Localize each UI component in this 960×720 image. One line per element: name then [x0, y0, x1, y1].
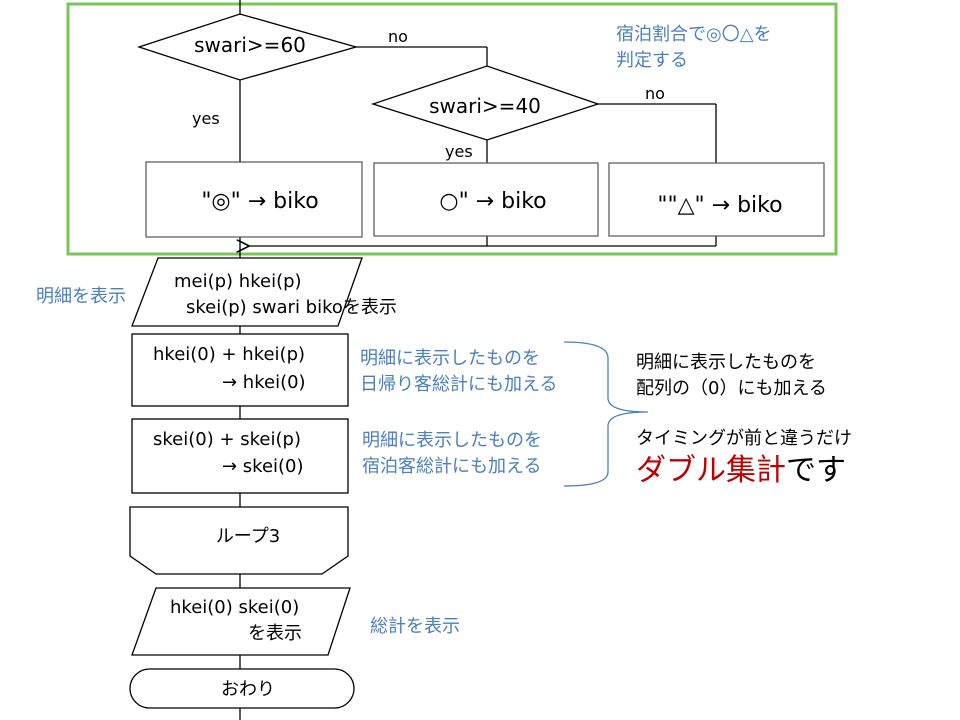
note-show-total: 総計を表示 — [370, 616, 460, 637]
terminal-end — [129, 668, 355, 709]
process-add-day-line1: hkei(0) + hkei(p) — [153, 344, 305, 365]
d1-no-label: no — [388, 27, 408, 46]
note-double-sum: ダブル集計です — [636, 453, 846, 488]
note-add-day-line2: 日帰り客総計にも加える — [360, 374, 557, 395]
io-show-total — [131, 587, 351, 656]
process-add-day-line2: → hkei(0) — [222, 372, 306, 393]
note-judge-line2: 判定する — [616, 50, 688, 71]
note-add-stay-line1: 明細に表示したものを — [362, 430, 542, 451]
note-double-sum-emph: ダブル集計 — [636, 453, 786, 488]
note-double-sum-tail: です — [786, 453, 846, 488]
note-add-stay-line2: 宿泊客総計にも加える — [362, 456, 541, 477]
note-right-line2: 配列の（0）にも加える — [636, 378, 827, 399]
decision-swari-60 — [136, 13, 359, 81]
process-triangle — [608, 162, 825, 237]
note-right-line3: タイミングが前と違うだけ — [636, 428, 852, 449]
loop-end-label: ループ3 — [216, 526, 280, 547]
process-add-stay-line1: skei(0) + skei(p) — [153, 429, 301, 450]
connectors — [240, 0, 717, 720]
process-circle — [373, 162, 599, 237]
decision-swari-60-label: swari>=60 — [194, 33, 306, 57]
io-show-detail — [131, 257, 363, 327]
io-show-total-line2: を表示 — [248, 623, 302, 644]
process-double-circle — [145, 161, 363, 238]
loop-end — [129, 506, 349, 575]
process-double-circle-label: "◎" → biko — [201, 189, 318, 214]
process-add-stay — [131, 418, 349, 494]
io-show-detail-line1: mei(p) hkei(p) — [174, 271, 302, 292]
note-right-line1: 明細に表示したものを — [636, 352, 816, 373]
note-judge-line1: 宿泊割合で◎〇△を — [616, 24, 772, 45]
terminal-end-label: おわり — [221, 679, 275, 700]
d2-no-label: no — [645, 84, 665, 103]
io-show-detail-line2: skei(p) swari bikoを表示 — [186, 297, 397, 318]
decision-swari-40 — [370, 65, 601, 141]
process-circle-label: ○" → biko — [439, 189, 546, 214]
decision-swari-40-label: swari>=40 — [429, 94, 541, 118]
note-show-detail: 明細を表示 — [36, 286, 126, 307]
d1-yes-label: yes — [192, 109, 220, 128]
d2-yes-label: yes — [445, 142, 473, 161]
process-add-stay-line2: → skei(0) — [222, 456, 304, 477]
brace-bracket — [563, 341, 649, 487]
process-add-day — [131, 333, 349, 407]
note-add-day-line1: 明細に表示したものを — [360, 348, 540, 369]
process-triangle-label: ""△" → biko — [657, 193, 782, 218]
judgement-frame — [66, 2, 838, 256]
io-show-total-line1: hkei(0) skei(0) — [170, 597, 299, 618]
